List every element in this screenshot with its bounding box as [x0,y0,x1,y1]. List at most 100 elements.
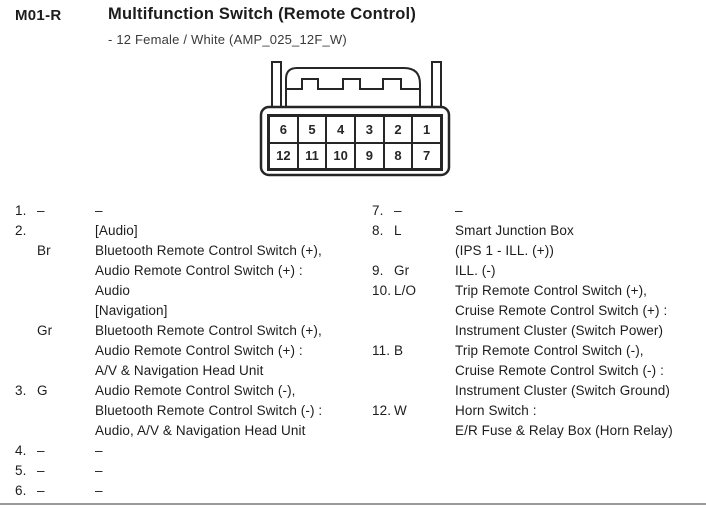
wire-color-code: – [37,483,45,498]
pin-description: Audio [95,283,131,298]
pin-grid: 6 5 4 3 2 1 12 11 10 9 8 7 [267,114,443,171]
pin-number [15,361,37,381]
pin-description: ILL. (-) [455,263,496,278]
page-title: Multifunction Switch (Remote Control) [108,5,417,23]
pin-cell-9: 9 [354,142,384,169]
wire-color-code: – [394,203,402,218]
connector-subtitle: - 12 Female / White (AMP_025_12F_W) [108,32,347,47]
pin-number [372,301,394,321]
pin-cell-8: 8 [383,142,413,169]
wire-color-code [394,361,455,381]
wire-color-code: W [394,403,407,418]
wire-color-code [37,341,95,361]
pin-number [15,281,37,301]
wire-color-code: G [37,383,48,398]
pin-description: Horn Switch : [455,403,537,418]
pin-row: 5.–– [15,461,367,481]
pin-number: 8. [372,223,384,238]
pin-number: 7. [372,203,384,218]
pin-row: Audio, A/V & Navigation Head Unit [15,421,367,441]
pin-number: 5. [15,463,27,478]
wire-color-code: L/O [394,283,417,298]
pin-cell-7: 7 [412,142,441,169]
pin-description: A/V & Navigation Head Unit [95,363,264,378]
wire-color-code: – [37,443,45,458]
pin-description: Audio Remote Control Switch (+) : [95,263,303,278]
pin-row: (IPS 1 - ILL. (+)) [372,241,706,261]
pin-row: 1.–– [15,201,367,221]
pin-row: Br Bluetooth Remote Control Switch (+), [15,241,367,261]
pin-description: Smart Junction Box [455,223,574,238]
pin-row: 2. [Audio] [15,221,367,241]
connector-hood [285,67,421,107]
pin-description: [Navigation] [95,303,168,318]
pin-description: [Audio] [95,223,138,238]
pin-number: 12. [372,403,392,418]
pin-description: Bluetooth Remote Control Switch (+), [95,243,322,258]
pin-number: 2. [15,223,27,238]
pin-row: E/R Fuse & Relay Box (Horn Relay) [372,421,706,441]
pin-number [15,301,37,321]
pin-number [15,421,37,441]
connector-left-latch [271,61,282,107]
pin-number: 10. [372,283,392,298]
wire-color-code: – [37,463,45,478]
wire-color-code: B [394,343,404,358]
pin-row: Gr Bluetooth Remote Control Switch (+), [15,321,367,341]
pin-description: Audio Remote Control Switch (-), [95,383,296,398]
pin-description: – [95,443,103,458]
wire-color-code [394,301,455,321]
pin-description: Audio, A/V & Navigation Head Unit [95,423,306,438]
pin-cell-10: 10 [326,142,355,169]
pin-cell-1: 1 [412,116,441,143]
page-divider [0,503,706,505]
pin-row: 6.–– [15,481,367,501]
pin-description: Trip Remote Control Switch (+), [455,283,648,298]
wire-color-code: Br [37,243,51,258]
pin-number: 1. [15,203,27,218]
pin-number [15,401,37,421]
pin-cell-3: 3 [354,116,384,143]
pin-description: Cruise Remote Control Switch (-) : [455,363,664,378]
pin-cell-4: 4 [326,116,355,143]
pin-number [15,341,37,361]
pin-description: Instrument Cluster (Switch Power) [455,323,664,338]
wire-color-code [37,281,95,301]
wire-color-code [394,241,455,261]
pin-row: 12.W Horn Switch : [372,401,706,421]
wire-color-code [37,401,95,421]
pin-row: Cruise Remote Control Switch (+) : [372,301,706,321]
pin-description: – [95,203,103,218]
pin-number: 6. [15,483,27,498]
pin-description: Audio Remote Control Switch (+) : [95,343,303,358]
wire-color-code: L [394,223,402,238]
wire-color-code [394,381,455,401]
pin-row: Audio [15,281,367,301]
pin-row: [Navigation] [15,301,367,321]
pin-cell-12: 12 [269,142,298,169]
pin-row: Bluetooth Remote Control Switch (-) : [15,401,367,421]
wire-color-code [394,421,455,441]
pin-number [372,321,394,341]
pin-number [372,381,394,401]
pin-row: 4.–– [15,441,367,461]
connector-id: M01-R [15,7,62,24]
pin-row: 7.–– [372,201,706,221]
wire-color-code: Gr [37,323,53,338]
pin-description: Bluetooth Remote Control Switch (-) : [95,403,323,418]
pin-row: 8. L Smart Junction Box [372,221,706,241]
pin-number [15,241,37,261]
pin-description: Bluetooth Remote Control Switch (+), [95,323,322,338]
pin-description: Trip Remote Control Switch (-), [455,343,644,358]
pin-row: A/V & Navigation Head Unit [15,361,367,381]
pin-description: E/R Fuse & Relay Box (Horn Relay) [455,423,673,438]
pin-number: 9. [372,263,384,278]
wire-color-code [37,261,95,281]
pin-row: Cruise Remote Control Switch (-) : [372,361,706,381]
pin-row: 10.L/O Trip Remote Control Switch (+), [372,281,706,301]
pin-description: Instrument Cluster (Switch Ground) [455,383,670,398]
